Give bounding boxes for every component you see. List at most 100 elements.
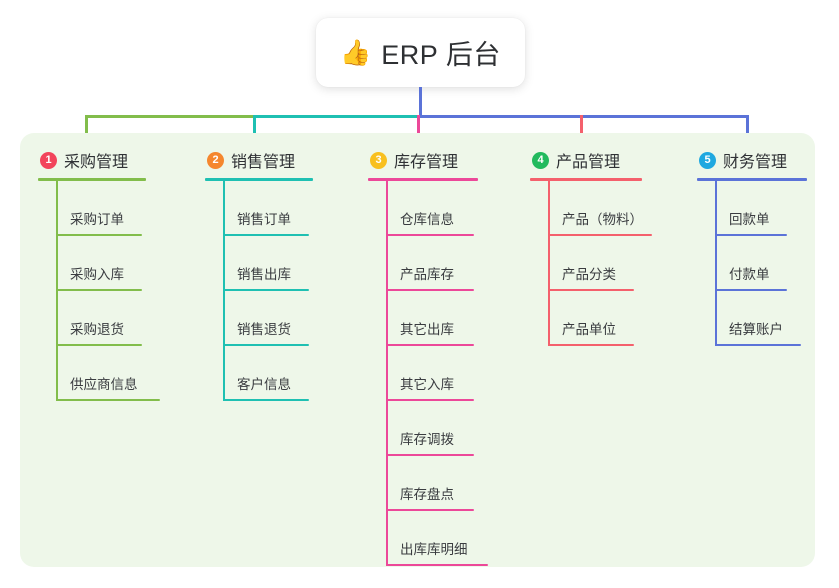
thumbs-up-icon: 👍: [340, 39, 372, 67]
module-item-label: 其它出库: [400, 322, 454, 337]
module-item[interactable]: 库存调拨: [368, 401, 478, 456]
module-item[interactable]: 回款单: [697, 181, 807, 236]
root-node-card[interactable]: 👍 ERP 后台: [316, 18, 525, 87]
module-item[interactable]: 采购退货: [38, 291, 146, 346]
module-item-label: 销售出库: [237, 267, 291, 282]
module-header-2[interactable]: 2 销售管理: [205, 148, 313, 172]
module-item-underline: [715, 344, 801, 346]
module-item[interactable]: 采购入库: [38, 236, 146, 291]
module-item[interactable]: 仓库信息: [368, 181, 478, 236]
module-trunk-3: [386, 181, 388, 566]
module-item-underline: [715, 234, 787, 236]
module-underline-4: [530, 178, 642, 181]
module-items-5: 回款单付款单结算账户: [697, 181, 807, 346]
module-title-1: 采购管理: [64, 154, 129, 171]
module-header-5[interactable]: 5 财务管理: [697, 148, 807, 172]
module-header-1[interactable]: 1 采购管理: [38, 148, 146, 172]
module-item-label: 采购退货: [70, 322, 124, 337]
module-item[interactable]: 销售退货: [205, 291, 313, 346]
module-trunk-1: [56, 181, 58, 401]
modules-panel: 1 采购管理采购订单采购入库采购退货供应商信息 2 销售管理销售订单销售出库销售退货客…: [20, 133, 815, 567]
module-trunk-2: [223, 181, 225, 401]
module-item[interactable]: 付款单: [697, 236, 807, 291]
module-item-label: 产品库存: [400, 267, 454, 282]
module-title-3: 库存管理: [394, 154, 459, 171]
module-badge-3: 3: [370, 151, 387, 169]
module-item[interactable]: 结算账户: [697, 291, 807, 346]
module-item-label: 付款单: [729, 267, 770, 282]
module-items-1: 采购订单采购入库采购退货供应商信息: [38, 181, 160, 401]
module-item-underline: [223, 399, 309, 401]
module-item-underline: [548, 344, 634, 346]
module-item[interactable]: 其它入库: [368, 346, 478, 401]
module-item-label: 库存调拨: [400, 432, 454, 447]
module-underline-1: [38, 178, 146, 181]
module-item-underline: [386, 454, 474, 456]
module-item-label: 产品单位: [562, 322, 616, 337]
module-underline-5: [697, 178, 807, 181]
module-item-label: 回款单: [729, 212, 770, 227]
module-item-label: 采购入库: [70, 267, 124, 282]
module-title-2: 销售管理: [231, 154, 296, 171]
module-item-underline: [386, 564, 488, 566]
module-item-underline: [386, 509, 474, 511]
module-badge-5: 5: [699, 151, 716, 169]
module-item[interactable]: 产品（物料）: [530, 181, 652, 236]
module-item[interactable]: 出库库明细: [368, 511, 488, 566]
module-item-label: 产品分类: [562, 267, 616, 282]
module-items-4: 产品（物料） 产品分类产品单位: [530, 181, 652, 346]
module-item-underline: [715, 289, 787, 291]
module-item-label: 采购订单: [70, 212, 124, 227]
module-underline-3: [368, 178, 478, 181]
module-title-4: 产品管理: [556, 154, 621, 171]
module-trunk-5: [715, 181, 717, 346]
module-item[interactable]: 产品单位: [530, 291, 642, 346]
module-item[interactable]: 销售出库: [205, 236, 313, 291]
module-column-1: 1 采购管理采购订单采购入库采购退货供应商信息: [38, 148, 160, 401]
module-item[interactable]: 销售订单: [205, 181, 313, 236]
module-item[interactable]: 其它出库: [368, 291, 478, 346]
module-item-underline: [223, 234, 309, 236]
module-item-label: 仓库信息: [400, 212, 454, 227]
module-item[interactable]: 库存盘点: [368, 456, 478, 511]
module-item-underline: [223, 344, 309, 346]
module-item[interactable]: 产品分类: [530, 236, 642, 291]
module-item-underline: [386, 344, 474, 346]
root-node-title: ERP 后台: [381, 40, 501, 70]
module-item[interactable]: 采购订单: [38, 181, 146, 236]
module-item-underline: [386, 399, 474, 401]
module-trunk-4: [548, 181, 550, 346]
module-item-label: 销售订单: [237, 212, 291, 227]
module-item-underline: [56, 234, 142, 236]
module-item-underline: [223, 289, 309, 291]
module-item-underline: [548, 234, 652, 236]
module-underline-2: [205, 178, 313, 181]
module-items-3: 仓库信息产品库存其它出库其它入库库存调拨库存盘点出库库明细: [368, 181, 488, 566]
module-item[interactable]: 供应商信息: [38, 346, 160, 401]
module-item-label: 产品（物料）: [562, 212, 643, 227]
module-item-underline: [56, 399, 160, 401]
module-header-3[interactable]: 3 库存管理: [368, 148, 478, 172]
module-item-label: 其它入库: [400, 377, 454, 392]
module-title-5: 财务管理: [723, 154, 788, 171]
module-items-2: 销售订单销售出库销售退货客户信息: [205, 181, 313, 401]
module-item-underline: [56, 344, 142, 346]
module-item-label: 结算账户: [729, 322, 783, 337]
module-badge-1: 1: [40, 151, 57, 169]
module-header-4[interactable]: 4 产品管理: [530, 148, 642, 172]
module-item-underline: [386, 289, 474, 291]
module-item[interactable]: 产品库存: [368, 236, 478, 291]
module-item[interactable]: 客户信息: [205, 346, 313, 401]
module-badge-4: 4: [532, 151, 549, 169]
module-item-label: 销售退货: [237, 322, 291, 337]
module-column-2: 2 销售管理销售订单销售出库销售退货客户信息: [205, 148, 313, 401]
module-item-underline: [386, 234, 474, 236]
module-item-label: 供应商信息: [70, 377, 138, 392]
module-badge-2: 2: [207, 151, 224, 169]
module-column-3: 3 库存管理仓库信息产品库存其它出库其它入库库存调拨库存盘点出库库明细: [368, 148, 488, 566]
module-item-label: 库存盘点: [400, 487, 454, 502]
module-item-underline: [548, 289, 634, 291]
module-item-label: 客户信息: [237, 377, 291, 392]
module-column-4: 4 产品管理产品（物料） 产品分类产品单位: [530, 148, 652, 346]
